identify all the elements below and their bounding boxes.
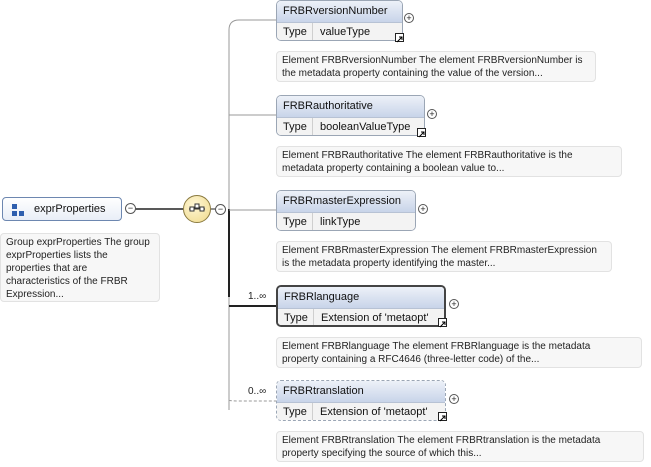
type-key: Type	[277, 118, 313, 135]
type-key: Type	[278, 309, 314, 325]
group-description: Group exprProperties The group exprPrope…	[0, 233, 160, 302]
element-description: Element FRBRlanguage The element FRBRlan…	[276, 337, 642, 368]
type-value: Extension of 'metaopt'	[321, 312, 429, 324]
type-value: valueType	[320, 26, 371, 38]
type-key: Type	[277, 23, 313, 40]
element-name: FRBRversionNumber	[277, 1, 402, 23]
cardinality-label: 1..∞	[248, 291, 267, 302]
expand-icon[interactable]: +	[449, 394, 459, 404]
link-arrow-icon[interactable]	[395, 33, 404, 43]
element-name: FRBRauthoritative	[277, 96, 424, 118]
element-FRBRversionNumber[interactable]: FRBRversionNumber Type valueType	[276, 0, 403, 41]
element-description: Element FRBRauthoritative The element FR…	[276, 146, 622, 177]
element-description: Element FRBRversionNumber The element FR…	[276, 51, 596, 82]
type-key: Type	[277, 403, 313, 420]
element-description: Element FRBRtranslation The element FRBR…	[276, 431, 644, 462]
element-name: FRBRlanguage	[278, 287, 444, 309]
expand-icon[interactable]: +	[427, 109, 437, 119]
link-arrow-icon[interactable]	[438, 412, 447, 422]
element-description: Element FRBRmasterExpression The element…	[276, 241, 612, 272]
group-name: exprProperties	[34, 203, 106, 215]
type-value: booleanValueType	[320, 121, 411, 133]
element-name: FRBRtranslation	[277, 381, 445, 403]
element-FRBRlanguage[interactable]: FRBRlanguage Type Extension of 'metaopt'	[276, 285, 446, 327]
element-FRBRmasterExpression[interactable]: FRBRmasterExpression Type linkType	[276, 190, 416, 231]
expand-icon[interactable]: +	[418, 204, 428, 214]
type-value: Extension of 'metaopt'	[320, 406, 428, 418]
type-value: linkType	[320, 216, 361, 228]
link-arrow-icon[interactable]	[438, 318, 447, 328]
collapse-group-icon[interactable]: −	[125, 203, 136, 214]
expand-icon[interactable]: +	[449, 299, 459, 309]
sequence-compositor-icon[interactable]	[183, 195, 211, 223]
element-FRBRtranslation[interactable]: FRBRtranslation Type Extension of 'metaop…	[276, 380, 446, 421]
cardinality-label: 0..∞	[248, 386, 267, 397]
element-name: FRBRmasterExpression	[277, 191, 415, 213]
type-key: Type	[277, 213, 313, 230]
link-arrow-icon[interactable]	[417, 128, 426, 138]
group-icon	[12, 204, 24, 216]
collapse-sequence-icon[interactable]: −	[215, 204, 226, 215]
element-FRBRauthoritative[interactable]: FRBRauthoritative Type booleanValueType	[276, 95, 425, 136]
expand-icon[interactable]: +	[404, 13, 414, 23]
group-exprProperties[interactable]: exprProperties	[2, 197, 122, 221]
